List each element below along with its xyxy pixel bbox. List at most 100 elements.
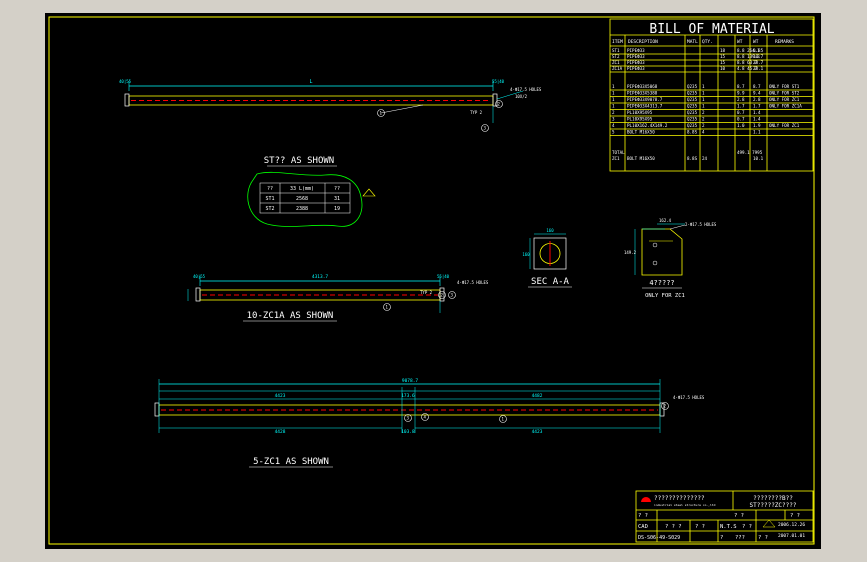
rows_top-cell: ST2 [612,54,620,59]
st-typ-label: TYP 2 [470,110,483,115]
tb-cell-3: ? ? [790,513,800,519]
bom-header-matl: MATL [687,39,698,45]
rows_top-cell: 10.7 [753,54,764,59]
tb-cell-12: ??? [735,535,745,541]
rows_mid-cell: 1 [612,91,615,96]
rows_mid-cell: 8.8S [687,130,698,135]
bom-header-item: ITEM [612,39,623,45]
st-length-dim: L [309,79,312,85]
zc1-callout-2: 2 [664,404,667,409]
plate-dim-top: 162.4 [659,218,672,223]
rows_mid-cell: Q235 [687,97,698,102]
st-table-cell: 33 L(mm) [290,186,314,192]
zc1-seg-top-2: 173.6 [401,393,415,399]
bom-header-qty: QTY. [702,39,713,45]
st-table-cell: 2568 [296,196,308,202]
project-line2: ST?????ZC???? [750,502,797,509]
st-left-dim: 40|55 [119,79,132,84]
bom-header-description: DESCRIPTION [628,39,658,45]
st-callout-2: 2 [498,102,501,107]
zc1a-hole-note: 4-Ф17.5 HOLES [457,280,489,285]
rows_top-cell: ZC1 [612,60,620,65]
bom-last-row-cell: 10.1 [753,156,764,161]
rows_top-cell: 15 [720,60,726,65]
zc1-seg-top-3: 4482 [532,393,543,399]
rows_mid-cell: 1 [702,104,705,109]
zc1-seg-bottom-3: 4423 [532,429,543,435]
tb-cell-11: ? [720,535,723,541]
rows_mid-cell: 3 [612,117,615,122]
rows_mid-cell: PIPEФ33X5388 [627,91,658,96]
rows_top-cell: 38.1 [753,66,764,71]
st-callout-1: 1 [380,111,383,116]
st-callout-3: 3 [484,126,487,131]
rows_mid-cell: Q235 [687,117,698,122]
company-subtitle: industrial steel structure co.,ltd [654,503,716,507]
rows_top-cell: PIPEФ33 [627,60,645,65]
rows_mid-cell: 2.8 [737,97,745,102]
rows_mid-cell: BOLT M16X50 [627,130,655,135]
rows_mid-cell: 0.7 [737,110,745,115]
rows_top-cell: PIPEФ33 [627,66,645,71]
st-table-cell: ?? [267,186,273,192]
rows_mid-cell: PL10X162.4X149.2 [627,123,668,128]
company-name: ?????????????? [654,495,705,502]
st-table-cell: ST1 [265,196,274,202]
rows_mid-cell: 2 [612,110,615,115]
tb-cell-7: N.T.S [720,524,737,530]
rows_mid-cell: 1 [612,104,615,109]
rows_mid-cell: 1.4 [753,110,761,115]
zc1a-member [187,276,456,313]
rows_mid-cell: 1.0 [737,123,745,128]
revision-cloud [247,171,363,227]
rows_mid-cell: PL10X95X95 [627,110,653,115]
tb-cell-4: CAD [638,524,648,530]
rows_mid-cell: Q235 [687,91,698,96]
zc1-total-dim: 9078.7 [402,378,419,384]
plate-title: 4????? [649,279,674,287]
sec-title: SEC A-A [531,277,570,287]
drawing-sheet[interactable]: BILL OF MATERIAL ITEM DESCRIPTION MATL Q… [45,13,821,549]
tb-cell-1: ? ? [638,513,648,519]
rows_mid-cell: 0.7 [737,117,745,122]
rows_top-cell: 0.85 [753,48,764,53]
rows_mid-cell: ONLY FOR ZC1 [769,97,800,102]
section-a-a [529,233,567,270]
rows_mid-cell: 2 [702,117,705,122]
st-member [124,81,524,132]
rows_mid-cell: ONLY FOR ST1 [769,84,800,89]
zc1-callout-4: 4 [424,415,427,420]
rows_mid-cell: 1.1 [753,130,761,135]
st-section-title: ST?? AS SHOWN [264,156,334,166]
rows_mid-cell: 2 [702,123,705,128]
rows_top-cell: 15 [720,54,726,59]
rows_mid-cell: PIPEФ33X5068 [627,84,658,89]
bill-of-material [609,18,814,172]
rows_mid-cell: ONLY FOR ST2 [769,91,800,96]
sec-dim-side: 160 [522,252,530,257]
bom-last-row-cell: 24 [702,156,708,161]
rows_mid-cell: 2.8 [753,97,761,102]
rows_top-cell: ST1 [612,48,620,53]
title-block [635,490,814,543]
rows_top-cell: PIPEФ33 [627,54,645,59]
plate-hole-note: 2-Ф17.5 HOLES [685,222,717,227]
zc1-member [154,379,669,433]
zc1-callout-1: 1 [502,417,505,422]
st-table-cell: 2388 [296,206,308,212]
rows_top-cell: 8.8 139.3 [737,54,760,59]
rows_top-cell: 18 [720,48,726,53]
rows_mid-cell: 1.7 [753,104,761,109]
tb-cell-14: 2007.01.01 [778,533,805,539]
rows_top-cell: 4.8 45.7 [737,66,758,71]
rows_mid-cell: 8.7 [753,84,761,89]
st-table-cell: 19 [334,206,340,212]
rows_mid-cell: 1 [702,84,705,89]
rows_mid-cell: 4 [702,130,705,135]
rows_top-cell: 10 [720,66,726,71]
rows_mid-cell: PL10X95X95 [627,117,653,122]
rows_mid-cell: Q235 [687,104,698,109]
bom-header-wt1: WT [737,39,743,45]
zc1-seg-top-1: 4423 [275,393,286,399]
